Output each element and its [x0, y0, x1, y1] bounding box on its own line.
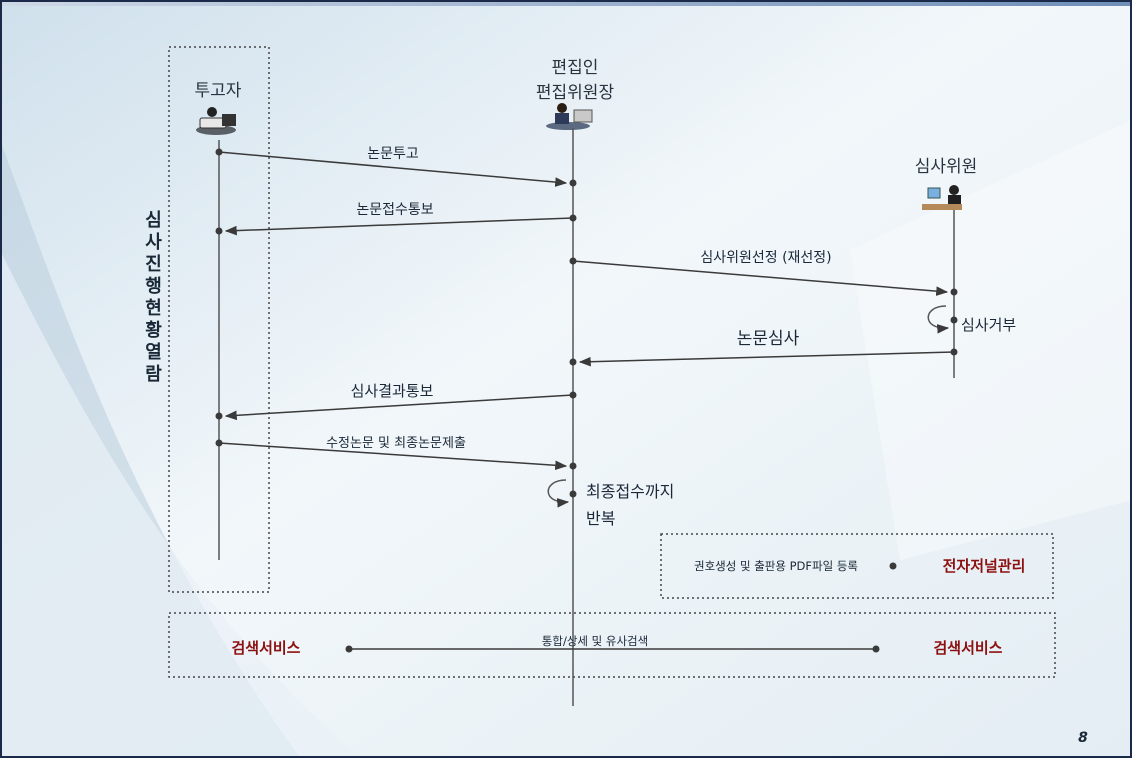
message-submit: 논문투고: [215, 146, 577, 187]
message-select-reviewer: 심사위원선정 (재선정): [569, 250, 958, 296]
ejournal-management-label: 전자저널관리: [943, 557, 1026, 575]
search-service-section: 검색서비스 통합/상세 및 유사검색 검색서비스: [168, 612, 1056, 678]
message-revision-submit: 수정논문 및 최종논문제출: [215, 436, 577, 471]
author-region-box: [168, 46, 270, 593]
message-review-label: 논문심사: [737, 329, 800, 349]
side-label-review-status: 심사진행현황열람: [142, 210, 163, 386]
message-receipt-notice-label: 논문접수통보: [356, 202, 433, 218]
page-number: 8: [1078, 730, 1088, 746]
actor-editor-line2: 편집위원장: [536, 83, 615, 103]
top-bar: [0, 0, 1132, 6]
actor-author: 투고자: [195, 81, 242, 101]
repeat-label-line2: 반복: [586, 509, 615, 528]
editor-person-icon: [546, 103, 593, 130]
message-revision-submit-label: 수정논문 및 최종논문제출: [326, 436, 466, 451]
message-result-notice-label: 심사결과통보: [351, 382, 434, 400]
actor-editor-line1: 편집인: [552, 58, 599, 78]
message-receipt-notice: 논문접수통보: [215, 202, 577, 236]
background-swoosh: [0, 250, 360, 758]
repeat-label-line1: 최종접수까지: [586, 482, 674, 501]
message-select-reviewer-label: 심사위원선정 (재선정): [700, 250, 831, 266]
message-result-notice: 심사결과통보: [215, 382, 577, 421]
review-reject-label: 심사거부: [961, 316, 1016, 334]
search-link-label: 통합/상세 및 유사검색: [542, 634, 648, 648]
self-loop-review-reject: 심사거부: [927, 305, 1016, 334]
ejournal-task-label: 권호생성 및 출판용 PDF파일 등록: [694, 559, 858, 573]
background-glass-panel: [850, 120, 1132, 560]
reviewer-person-icon: [922, 185, 962, 210]
message-review: 논문심사: [569, 329, 958, 367]
author-person-icon: [196, 107, 236, 135]
actor-reviewer: 심사위원: [915, 157, 978, 177]
search-service-left-label: 검색서비스: [231, 639, 300, 657]
search-service-right-label: 검색서비스: [933, 639, 1002, 657]
message-submit-label: 논문투고: [367, 146, 419, 162]
self-loop-repeat: 최종접수까지 반복: [547, 479, 674, 528]
ejournal-section: 권호생성 및 출판용 PDF파일 등록 전자저널관리: [660, 533, 1054, 599]
